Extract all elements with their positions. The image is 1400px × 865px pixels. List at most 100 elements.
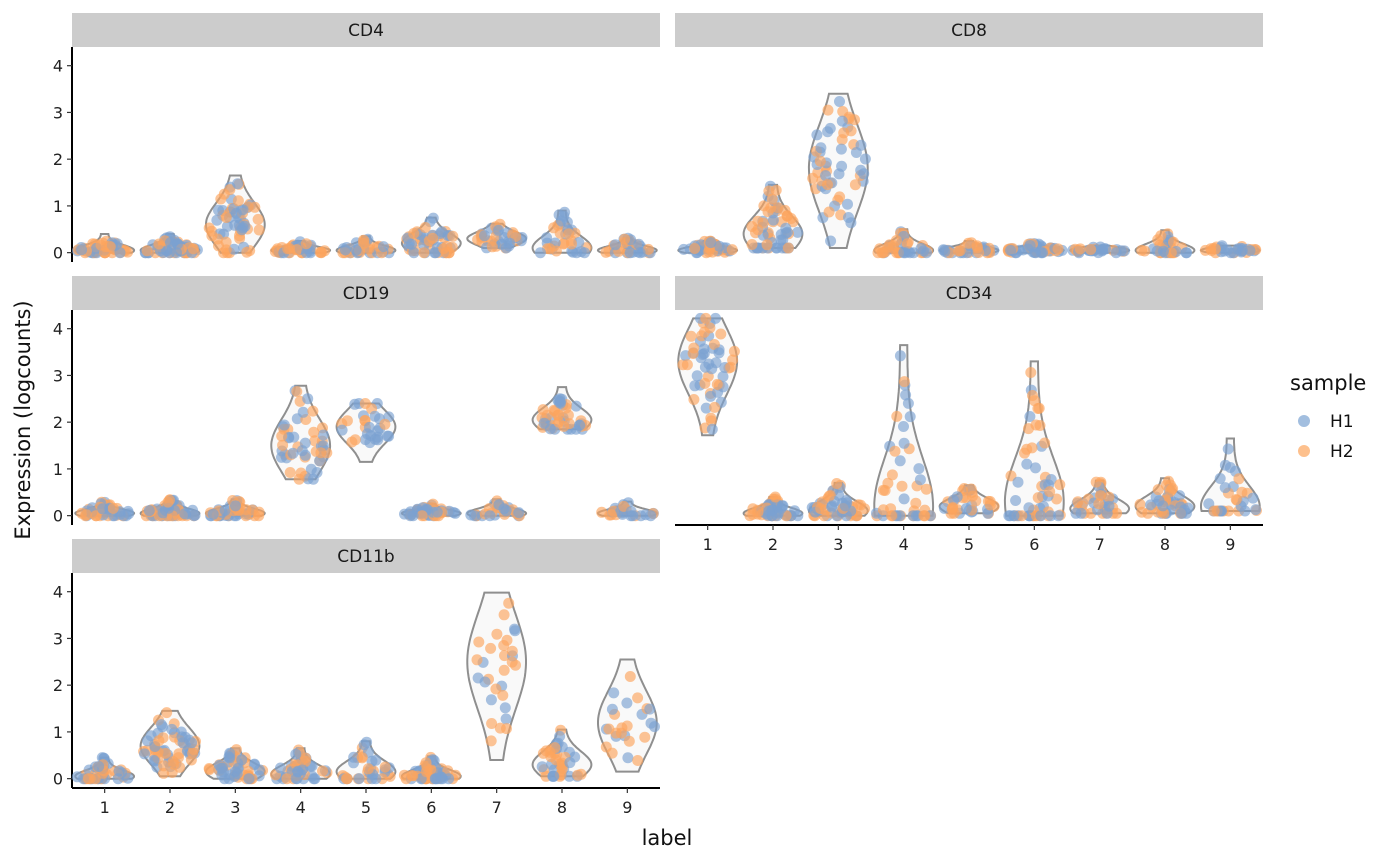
data-point [112,773,124,785]
data-point [644,703,656,715]
data-point [419,222,431,233]
data-point [622,752,634,764]
strip-cd4 [72,13,660,47]
data-point [965,483,977,495]
data-point [705,237,717,249]
data-point [1174,490,1186,502]
data-point [962,237,974,249]
data-point [1157,245,1169,257]
data-point [709,401,721,413]
data-point [689,243,701,254]
data-point [500,713,512,725]
x-tick-label: 6 [426,798,436,817]
data-point [843,212,854,223]
data-point [1035,510,1047,522]
data-point [218,188,230,200]
data-point [99,247,111,259]
data-point [379,418,391,430]
data-point [951,491,963,503]
data-point [728,345,740,357]
data-point [506,645,518,657]
data-point [688,342,700,354]
data-point [1090,476,1102,488]
data-point [820,170,832,182]
x-tick-label: 5 [361,798,371,817]
data-point [972,242,983,254]
data-point [624,247,636,259]
data-point [726,244,738,256]
data-point [1005,470,1017,482]
data-point [852,499,864,511]
data-point [908,247,920,259]
data-point [769,491,781,503]
data-point [418,247,430,259]
strip-cd34 [675,276,1263,310]
data-point [465,509,477,521]
data-point [211,214,223,226]
data-point [435,771,447,783]
data-point [835,143,847,155]
data-point [919,510,931,522]
data-point [898,493,910,505]
data-point [708,339,720,350]
data-point [341,773,353,785]
data-point [563,228,575,240]
data-point [886,469,898,481]
data-point [1005,244,1017,256]
data-point [406,238,417,250]
data-point [252,213,264,225]
data-point [500,505,512,517]
data-point [1181,247,1193,259]
data-point [902,397,914,409]
data-point [509,623,520,635]
data-point [171,247,182,259]
data-point [886,510,897,522]
data-point [763,185,775,197]
x-tick-label: 1 [100,798,110,817]
data-point [284,467,296,478]
strip-label: CD34 [946,284,993,304]
data-point [236,754,248,766]
x-tick-label: 9 [622,798,632,817]
strip-cd8 [675,13,1263,47]
data-point [1052,510,1064,522]
data-point [362,763,374,775]
data-point [379,761,391,773]
data-point [845,125,857,137]
data-point [894,455,906,467]
data-point [706,423,718,435]
data-point [491,628,503,640]
y-axis-title: Expression (logcounts) [11,300,35,539]
data-point [685,330,697,342]
data-point [548,770,560,782]
data-point [772,202,784,214]
x-axis-title: label [642,826,693,850]
strip-label: CD11b [337,547,394,567]
data-point [836,115,848,127]
data-point [706,363,718,375]
x-tick-label: 8 [557,798,567,817]
data-point [220,244,232,256]
legend-key-h2 [1298,445,1310,457]
x-tick-label: 6 [1029,535,1039,554]
data-point [1019,447,1030,459]
data-point [311,467,323,478]
data-point [230,500,241,512]
data-point [299,449,311,461]
data-point [187,747,199,759]
data-point [232,195,244,207]
y-tick-label: 2 [53,676,63,695]
strip-label: CD8 [951,21,987,41]
data-point [472,672,484,684]
data-point [548,222,560,234]
y-tick-label: 2 [53,150,63,169]
data-point [913,463,925,475]
y-tick-label: 1 [53,723,63,742]
data-point [563,770,575,782]
data-point [815,503,827,515]
data-point [1052,243,1064,255]
data-point [896,480,908,492]
data-point [747,508,759,520]
